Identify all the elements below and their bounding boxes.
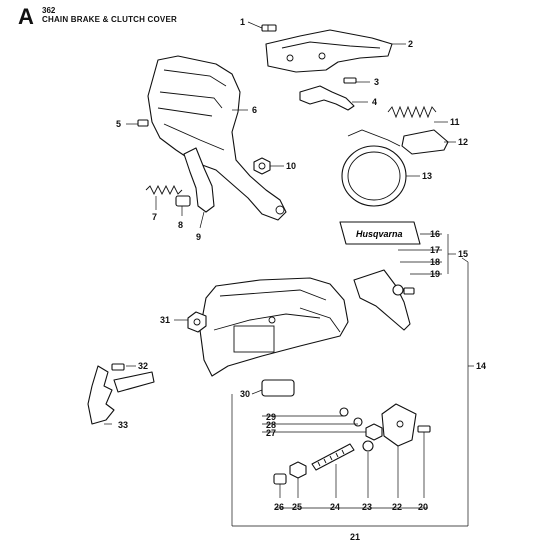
decal-brand-text: Husqvarna: [356, 229, 403, 239]
part-6-hand-guard: [147, 55, 287, 221]
part-16-decal: Husqvarna: [339, 221, 421, 245]
section-letter: A: [18, 4, 34, 29]
part-9-brake-trip: [183, 147, 215, 213]
callout-25: 25: [292, 502, 302, 512]
part-26-block: [273, 473, 287, 485]
part-32-screw: [111, 363, 125, 371]
callout-16: 16: [430, 229, 440, 239]
model-number: 362: [42, 6, 56, 15]
callout-numbers: 1 2 3 4 5 6 7 8 9 10 11 12 13 14 15 16 1…: [116, 17, 486, 542]
part-28-washer: [353, 417, 363, 427]
part-31-nut: [187, 311, 207, 333]
part-33-bumper-spike: [87, 365, 155, 425]
callout-26: 26: [274, 502, 284, 512]
part-1-screw: [261, 24, 277, 32]
part-12-retainer: [401, 129, 449, 155]
part-13-brake-band: [341, 129, 407, 207]
part-18-washer: [392, 284, 404, 296]
part-22-adjuster-plate: [381, 403, 417, 447]
part-20-screw: [417, 425, 431, 433]
callout-6: 6: [252, 105, 257, 115]
callout-4: 4: [372, 97, 377, 107]
callout-22: 22: [392, 502, 402, 512]
callout-18: 18: [430, 257, 440, 267]
part-3-screw: [343, 77, 357, 84]
part-24-adjusting-screw: [311, 443, 355, 471]
callout-11: 11: [450, 117, 460, 127]
callout-5: 5: [116, 119, 121, 129]
callout-10: 10: [286, 161, 296, 171]
part-7-spring: [145, 184, 183, 196]
diagram-title: CHAIN BRAKE & CLUTCH COVER: [42, 15, 177, 24]
callout-15: 15: [458, 249, 468, 259]
callout-28: 28: [266, 420, 276, 430]
callout-20: 20: [418, 502, 428, 512]
callout-32: 32: [138, 361, 148, 371]
part-19-screw: [403, 287, 415, 295]
part-5-screw: [137, 119, 149, 127]
part-10-nut: [253, 157, 271, 175]
callout-2: 2: [408, 39, 413, 49]
callout-12: 12: [458, 137, 468, 147]
callout-9: 9: [196, 232, 201, 242]
part-17-guide-plate: [353, 269, 411, 331]
callout-27: 27: [266, 428, 276, 438]
callout-19: 19: [430, 269, 440, 279]
callout-13: 13: [422, 171, 432, 181]
part-14-clutch-cover: [199, 277, 349, 377]
callout-29: 29: [266, 412, 276, 422]
part-11-spring: [387, 105, 437, 119]
callout-30: 30: [240, 389, 250, 399]
callout-3: 3: [374, 77, 379, 87]
part-30-plug: [261, 379, 295, 397]
callout-17: 17: [430, 245, 440, 255]
part-27-nut: [365, 423, 383, 441]
callout-1: 1: [240, 17, 245, 27]
part-2-brake-bracket: [265, 29, 393, 73]
callout-24: 24: [330, 502, 340, 512]
part-25-nut: [289, 461, 307, 479]
part-23-washer: [362, 440, 374, 452]
callout-33: 33: [118, 420, 128, 430]
callout-14: 14: [476, 361, 486, 371]
callout-8: 8: [178, 220, 183, 230]
part-4-brake-lever: [299, 85, 355, 111]
callout-21: 21: [350, 532, 360, 542]
part-8-block: [175, 195, 191, 207]
callout-23: 23: [362, 502, 372, 512]
callout-7: 7: [152, 212, 157, 222]
callout-31: 31: [160, 315, 170, 325]
leader-lines: [104, 21, 474, 527]
part-29-washer: [339, 407, 349, 417]
